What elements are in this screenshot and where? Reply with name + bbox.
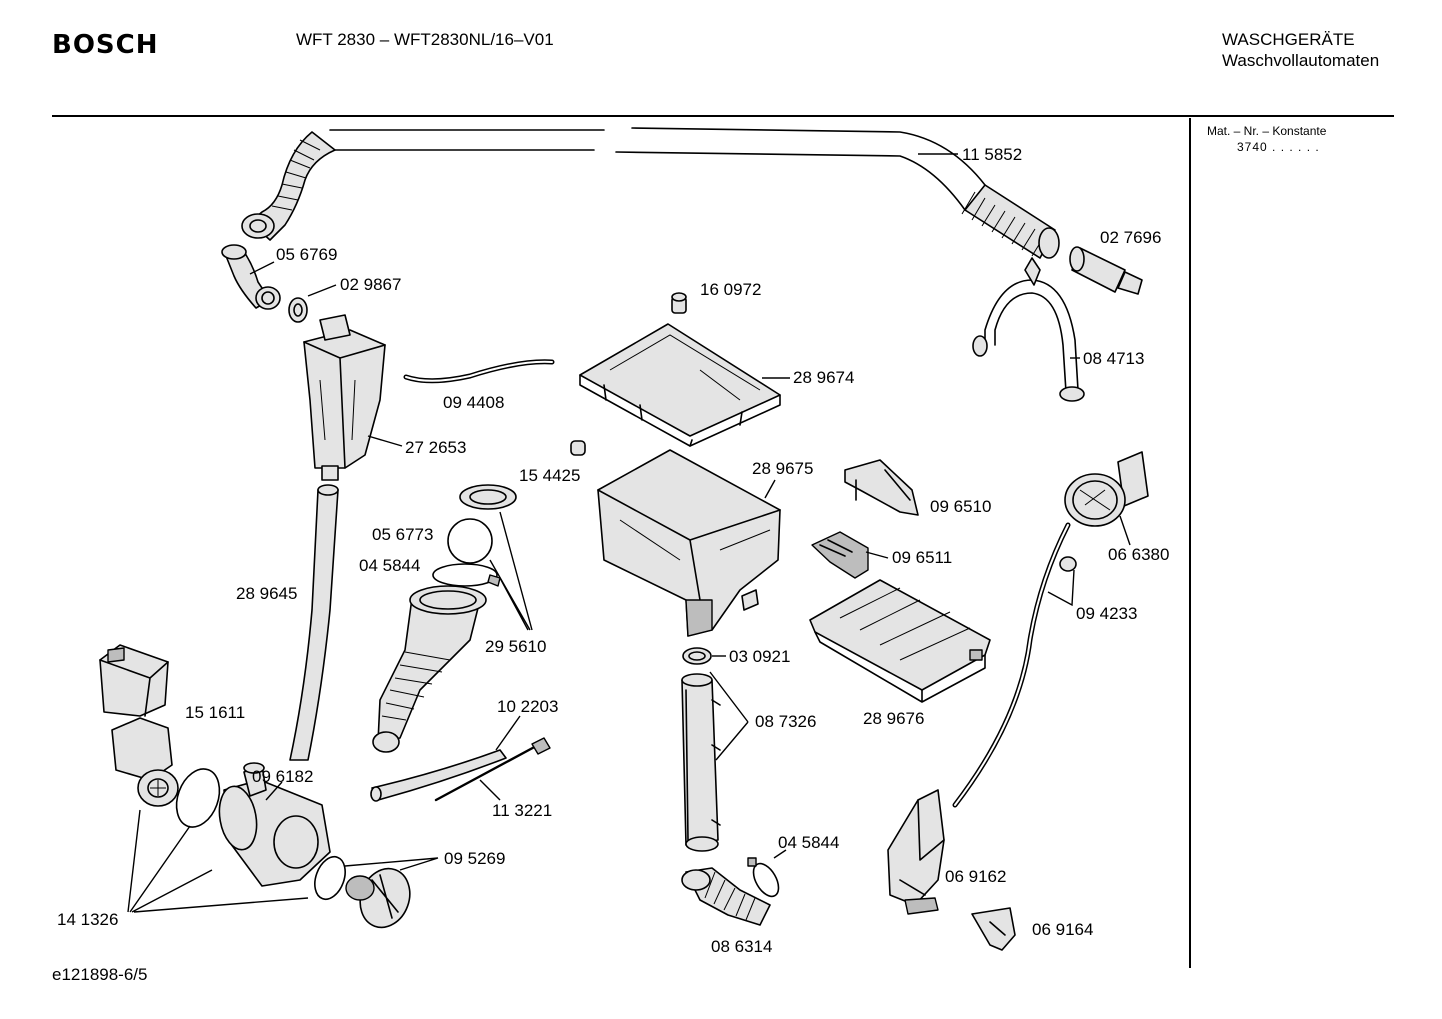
sidebar-constant-value: 3740 . . . . . .: [1237, 140, 1320, 154]
drain-pump-14-1326[interactable]: [111, 717, 179, 807]
drawing-code: e121898-6/5: [52, 965, 148, 984]
label-066380: 06 6380: [1108, 545, 1169, 564]
brand-logo: BOSCH: [52, 30, 159, 60]
leader-095269: [344, 857, 439, 871]
leader-056769: [249, 261, 275, 275]
label-115852: 11 5852: [962, 145, 1022, 164]
label-069162: 06 9162: [945, 867, 1006, 886]
label-289675: 28 9675: [752, 459, 813, 478]
label-151611: 15 1611: [185, 703, 245, 722]
seal-ring-05-6773[interactable]: [459, 484, 517, 510]
clamp-04-5844[interactable]: [432, 563, 501, 587]
pump-oring[interactable]: [169, 763, 227, 833]
label-096182: 09 6182: [252, 767, 313, 786]
category-title: WASCHGERÄTE: [1222, 30, 1355, 49]
label-094233: 09 4233: [1076, 604, 1137, 623]
label-154425: 15 4425: [519, 466, 580, 485]
label-027696: 02 7696: [1100, 228, 1161, 247]
label-295610: 29 5610: [485, 637, 546, 656]
hose-bracket-08-4713[interactable]: [972, 257, 1085, 402]
label-289645: 28 9645: [236, 584, 297, 603]
leader-029867: [307, 284, 337, 297]
label-096510: 09 6510: [930, 497, 991, 516]
air-trap-27-2653[interactable]: [303, 314, 386, 481]
valve-15-4425[interactable]: [570, 440, 586, 456]
label-045844a: 04 5844: [359, 556, 420, 575]
leader-295610: [489, 511, 533, 631]
label-045844b: 04 5844: [778, 833, 839, 852]
label-113221: 11 3221: [492, 801, 552, 820]
filter-09-5269[interactable]: [345, 862, 418, 935]
dispenser-cover-28-9674[interactable]: [579, 323, 781, 447]
pipe-08-7326[interactable]: [681, 673, 721, 852]
label-096511: 09 6511: [892, 548, 952, 567]
hose-10-2203[interactable]: [370, 749, 507, 802]
dispenser-housing-28-9675[interactable]: [597, 449, 781, 637]
ring-03-0921[interactable]: [682, 647, 712, 665]
pressure-switch-06-6380[interactable]: [1064, 451, 1149, 527]
label-160972: 16 0972: [700, 280, 761, 299]
hose-end-plug-02-7696[interactable]: [1069, 246, 1143, 295]
label-069164: 06 9164: [1032, 920, 1093, 939]
seal-09-5269[interactable]: [309, 853, 350, 904]
leader-141326: [127, 809, 309, 913]
label-289674: 28 9674: [793, 368, 854, 387]
pump-cover-15-1611[interactable]: [99, 644, 169, 717]
label-094408: 09 4408: [443, 393, 504, 412]
ring-02-9867[interactable]: [288, 297, 308, 323]
leader-045844b: [773, 849, 787, 859]
pump-housing-09-6182[interactable]: [215, 762, 331, 887]
flap-09-6510[interactable]: [844, 459, 919, 516]
leader-066380: [1119, 515, 1131, 546]
label-095269: 09 5269: [444, 849, 505, 868]
label-141326: 14 1326: [57, 910, 118, 929]
leader-272653: [367, 435, 403, 447]
label-056769: 05 6769: [276, 245, 337, 264]
label-056773: 05 6773: [372, 525, 433, 544]
label-086314: 08 6314: [711, 937, 772, 956]
model-title: WFT 2830 – WFT2830NL/16–V01: [296, 30, 554, 49]
leader-289675: [764, 479, 776, 499]
label-272653: 27 2653: [405, 438, 466, 457]
leader-087326: [709, 671, 749, 761]
tube-09-4408[interactable]: [403, 359, 555, 384]
hose-11-5852[interactable]: [241, 127, 1060, 259]
bracket-06-9162[interactable]: [887, 789, 945, 915]
siphon-09-6511[interactable]: [811, 531, 869, 579]
label-084713: 08 4713: [1083, 349, 1144, 368]
hose-28-9645[interactable]: [289, 484, 339, 761]
ball-05-6773[interactable]: [447, 518, 493, 564]
clamp-04-5844-lower[interactable]: [747, 857, 784, 901]
detergent-drawer-28-9676[interactable]: [809, 579, 991, 703]
label-029867: 02 9867: [340, 275, 401, 294]
connector-06-9164[interactable]: [971, 907, 1016, 951]
sidebar-divider: [1189, 118, 1191, 968]
sidebar-constant-label: Mat. – Nr. – Konstante: [1207, 124, 1327, 138]
label-289676: 28 9676: [863, 709, 924, 728]
label-030921: 03 0921: [729, 647, 790, 666]
leader-094233: [1047, 569, 1075, 607]
subcategory-title: Waschvollautomaten: [1222, 51, 1380, 70]
pressure-tube-09-4233[interactable]: [952, 522, 1077, 808]
wire-11-3221[interactable]: [434, 737, 551, 802]
leader-096182: [265, 781, 283, 801]
cap-16-0972[interactable]: [671, 292, 687, 314]
header-divider: [52, 115, 1394, 117]
leader-102203: [495, 715, 521, 751]
bellows-29-5610[interactable]: [372, 585, 487, 753]
leader-113221: [479, 779, 501, 801]
label-102203: 10 2203: [497, 697, 558, 716]
leader-096511: [865, 551, 889, 559]
label-087326: 08 7326: [755, 712, 816, 731]
drain-hose-08-6314[interactable]: [681, 867, 771, 926]
elbow-05-6769[interactable]: [221, 244, 281, 310]
